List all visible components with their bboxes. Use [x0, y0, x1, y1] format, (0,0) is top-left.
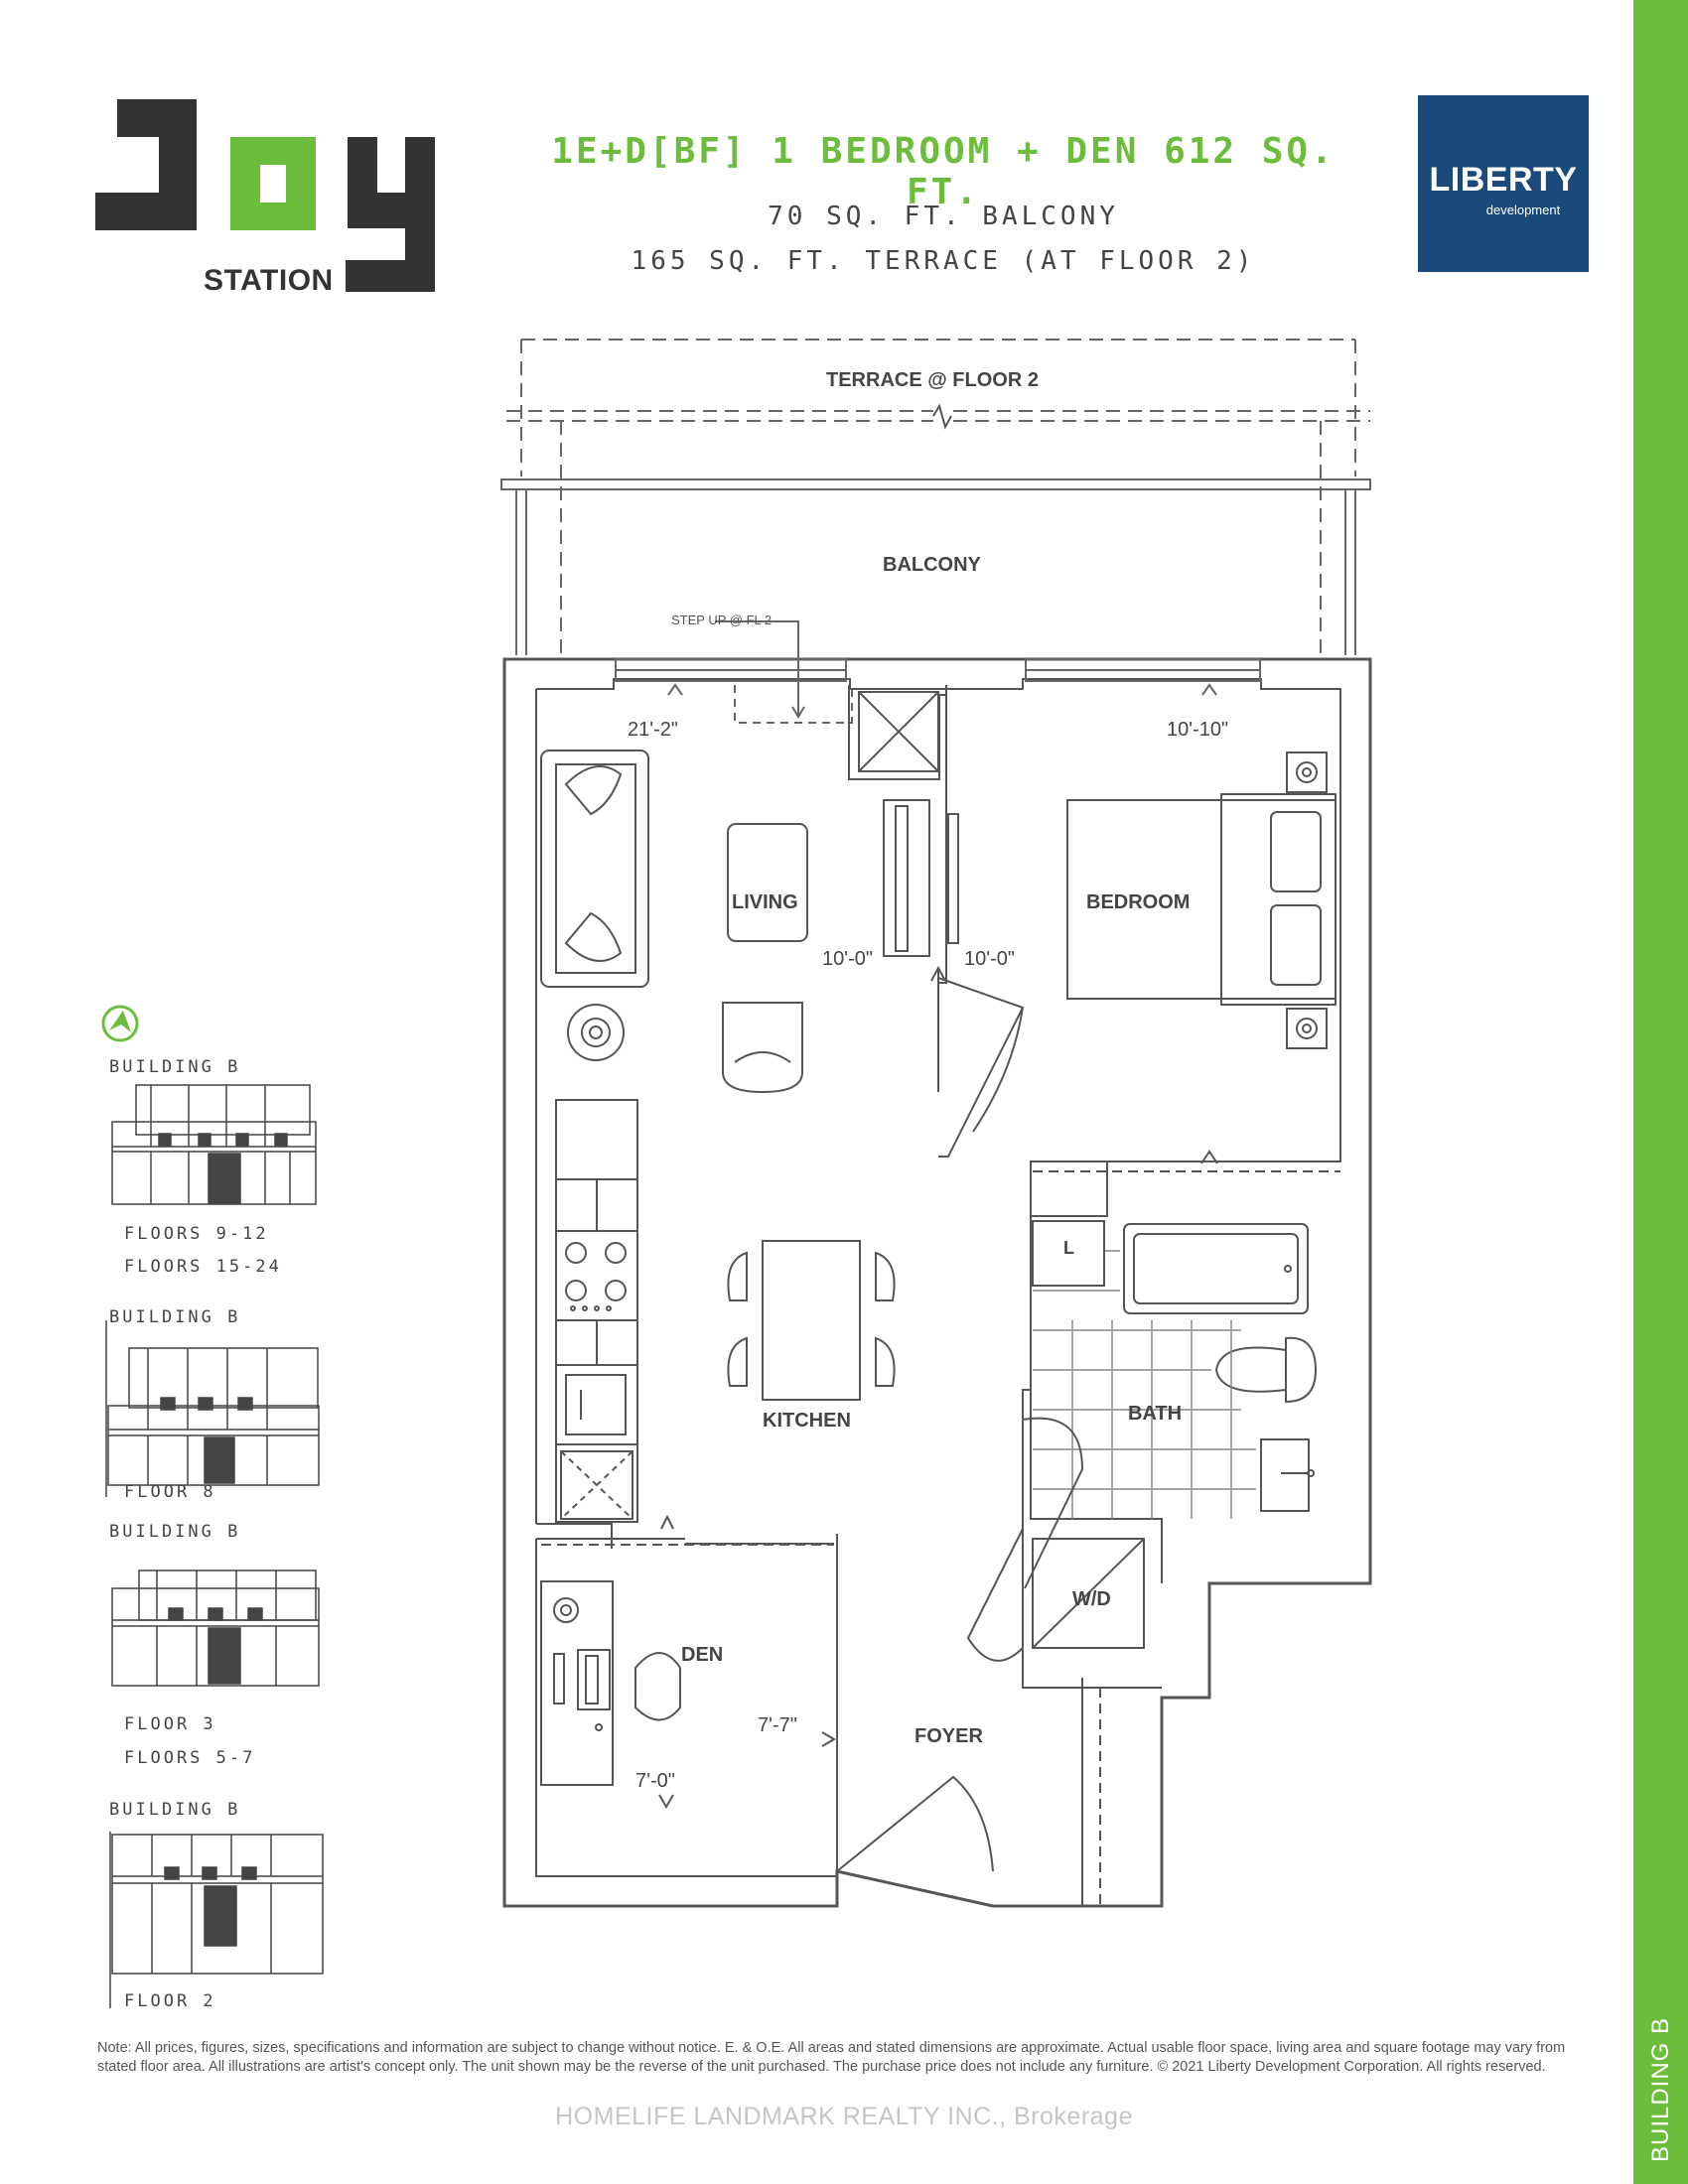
bedroom-width-dim: 10'-10" — [1167, 719, 1229, 741]
disclaimer-note: Note: All prices, figures, sizes, specif… — [97, 2040, 1566, 2075]
kitchen-counter — [555, 1099, 638, 1523]
keyplan-2-building: BUILDING B — [109, 1307, 241, 1327]
keyplan-3-floor-a: FLOOR 3 — [124, 1714, 216, 1734]
bedroom-depth-dim: 10'-0" — [964, 948, 1015, 970]
bathroom — [1030, 1161, 1318, 1583]
toilet — [1214, 1336, 1318, 1404]
bath-label: BATH — [1128, 1403, 1183, 1425]
keyplan-3-floor-b: FLOORS 5-7 — [124, 1748, 256, 1768]
floor-lamp — [567, 1004, 625, 1061]
bed — [1066, 751, 1336, 1049]
keyplan-4-floor-a: FLOOR 2 — [124, 1991, 216, 2011]
step-up-line — [734, 685, 853, 724]
keyplan-3-building: BUILDING B — [109, 1522, 241, 1542]
balcony-label: BALCONY — [883, 554, 981, 576]
break-mark — [932, 403, 952, 430]
wd-label: W/D — [1072, 1588, 1111, 1610]
north-arrow-icon — [101, 1005, 139, 1042]
living-width-dim: 21'-2" — [628, 719, 678, 741]
den-width-dim: 7'-0" — [635, 1770, 675, 1792]
keyplan-2-floor-a: FLOOR 8 — [124, 1482, 216, 1502]
sofa — [540, 750, 649, 988]
keyplan-4-building: BUILDING B — [109, 1800, 241, 1820]
cooktop — [565, 1242, 627, 1311]
washer-dryer — [966, 1528, 1145, 1662]
brand-name: LIBERTY — [1429, 161, 1578, 199]
keyplan-1-building: BUILDING B — [109, 1057, 241, 1077]
joy-station-logo — [95, 99, 435, 292]
keyplan-1-floor-b: FLOORS 15-24 — [124, 1257, 282, 1277]
station-wordmark: STATION — [204, 264, 334, 297]
keyplan-1 — [111, 1084, 317, 1205]
exterior-wall — [502, 657, 1372, 1908]
keyplan-4 — [109, 1832, 324, 2008]
foyer-closet — [1081, 1678, 1162, 1906]
brand-sub: development — [1485, 203, 1561, 217]
coffee-table — [727, 823, 808, 942]
den-wall — [536, 1534, 838, 1876]
living-label: LIVING — [732, 891, 798, 913]
terrace-label: TERRACE @ FLOOR 2 — [826, 369, 1039, 391]
armchair — [722, 1002, 803, 1094]
terrace-outline — [506, 339, 1370, 655]
keyplan-1-floor-a: FLOORS 9-12 — [124, 1224, 269, 1244]
balcony-outline — [500, 478, 1371, 655]
bedroom-label: BEDROOM — [1086, 891, 1191, 913]
den-depth-dim: 7'-7" — [758, 1714, 797, 1736]
bath-door — [1022, 1417, 1084, 1589]
foyer-label: FOYER — [914, 1725, 983, 1747]
interior-wall-line — [536, 678, 1341, 1689]
bedroom-door — [937, 977, 1025, 1158]
living-depth-dim: 10'-0" — [822, 948, 873, 970]
green-side-bar — [1633, 0, 1688, 2184]
tv-unit — [883, 799, 959, 957]
kitchen-label: KITCHEN — [763, 1410, 851, 1432]
den-desk — [540, 1580, 681, 1786]
den-label: DEN — [681, 1644, 724, 1666]
brokerage-watermark: HOMELIFE LANDMARK REALTY INC., Brokerage — [555, 2103, 1133, 2130]
liberty-logo: LIBERTY development — [1418, 95, 1589, 272]
unit-title: 1E+D[BF] 1 BEDROOM + DEN 612 SQ. FT. — [551, 131, 1336, 212]
vanity — [1260, 1438, 1310, 1512]
terrace-area: 165 SQ. FT. TERRACE (AT FLOOR 2) — [631, 246, 1256, 276]
balcony-area: 70 SQ. FT. BALCONY — [768, 202, 1119, 231]
dining-table — [727, 1240, 896, 1401]
step-up-label: STEP UP @ FL 2 — [671, 613, 773, 627]
windows — [615, 658, 1261, 682]
linen-label: L — [1063, 1238, 1074, 1258]
keyplan-3 — [111, 1570, 320, 1687]
bedroom-closet — [1033, 1150, 1340, 1172]
keyplan-2 — [105, 1320, 320, 1497]
entry-door — [836, 1775, 994, 1872]
